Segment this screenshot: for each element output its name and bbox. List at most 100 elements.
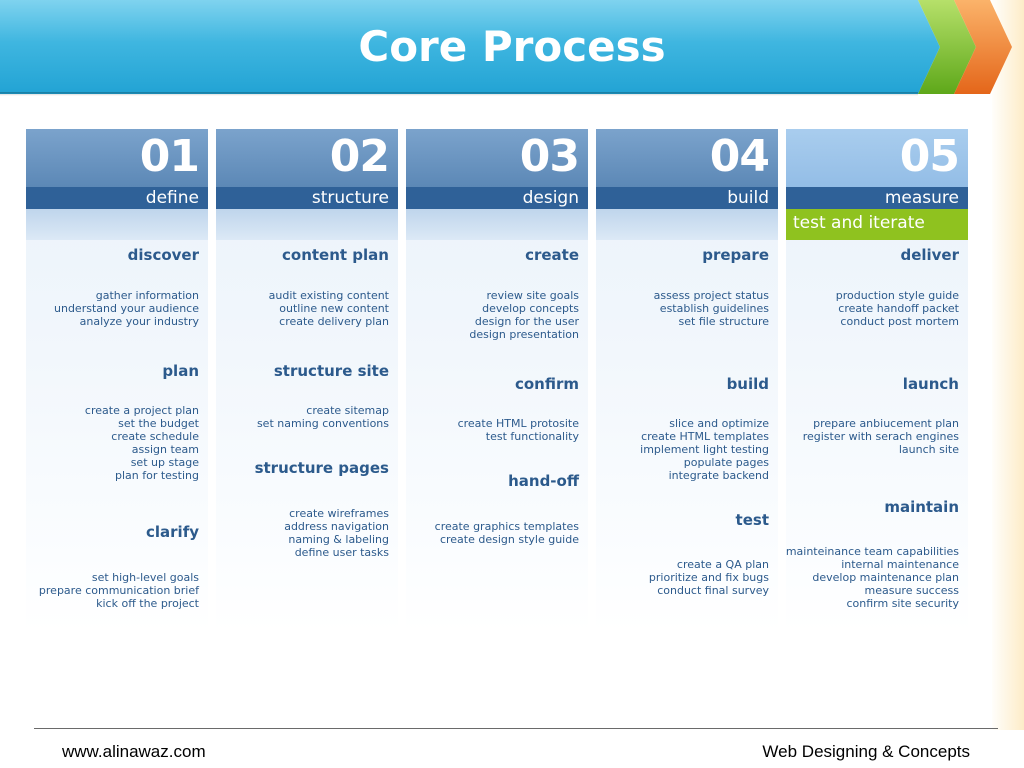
section-items: create graphics templates create design … [435, 520, 579, 546]
section-heading: test [735, 511, 769, 529]
step-sublabel: test and iterate [793, 213, 925, 233]
column-header [596, 129, 778, 187]
column-subband [596, 209, 778, 240]
list-item: prioritize and fix bugs [648, 571, 769, 584]
section-heading: clarify [146, 523, 199, 541]
column-build: 04 build prepare assess project status e… [596, 129, 778, 632]
list-item: address navigation [284, 520, 389, 533]
section-items: gather information understand your audie… [54, 289, 199, 328]
section-heading: create [525, 246, 579, 264]
section-items: create wireframes address navigation nam… [284, 507, 389, 559]
section-heading: structure site [273, 362, 389, 380]
column-header [216, 129, 398, 187]
list-item: establish guidelines [659, 302, 769, 315]
chevron-green-icon [918, 0, 976, 94]
list-item: assess project status [653, 289, 769, 302]
list-item: measure success [864, 584, 960, 597]
section-items: production style guide create handoff pa… [836, 289, 959, 328]
step-label: build [727, 188, 769, 208]
list-item: set file structure [678, 315, 769, 328]
list-item: production style guide [835, 289, 959, 302]
list-item: create delivery plan [279, 315, 389, 328]
list-item: integrate backend [668, 469, 769, 482]
list-item: test functionality [485, 430, 579, 443]
list-item: plan for testing [114, 469, 199, 482]
section-items: slice and optimize create HTML templates… [640, 417, 769, 482]
column-define: 01 define discover gather information un… [26, 129, 208, 632]
list-item: develop maintenance plan [812, 571, 959, 584]
section-items: create HTML protosite test functionality [458, 417, 579, 443]
section-heading: confirm [514, 375, 579, 393]
step-label: define [145, 188, 199, 208]
page-title: Core Process [358, 22, 666, 71]
section-heading: discover [127, 246, 199, 264]
list-item: conduct final survey [657, 584, 769, 597]
step-number: 02 [329, 131, 390, 182]
list-item: create HTML protosite [457, 417, 579, 430]
list-item: slice and optimize [669, 417, 769, 430]
section-heading: maintain [884, 498, 959, 516]
column-header [406, 129, 588, 187]
section-items: create a QA plan prioritize and fix bugs… [649, 558, 769, 597]
section-items: assess project status establish guidelin… [654, 289, 769, 328]
list-item: create design style guide [439, 533, 579, 546]
sublabel-band [786, 209, 968, 240]
list-item: gather information [95, 289, 199, 302]
step-label: structure [311, 188, 389, 208]
banner-shadow [0, 92, 918, 96]
section-items: audit existing content outline new conte… [269, 289, 389, 328]
section-items: prepare anbiucement plan register with s… [803, 417, 959, 456]
section-items: mainteinance team capabilities internal … [786, 545, 959, 610]
section-heading: hand-off [508, 472, 579, 490]
list-item: create a project plan [84, 404, 199, 417]
list-item: understand your audience [54, 302, 199, 315]
list-item: naming & labeling [288, 533, 389, 546]
list-item: create wireframes [289, 507, 389, 520]
column-subband [26, 209, 208, 240]
section-items: create sitemap set naming conventions [257, 404, 389, 430]
column-measure: 05 measure test and iterate deliver prod… [786, 129, 968, 632]
column-header [786, 129, 968, 187]
list-item: audit existing content [268, 289, 389, 302]
list-item: outline new content [279, 302, 389, 315]
list-item: create handoff packet [838, 302, 959, 315]
column-band [786, 187, 968, 209]
column-structure: 02 structure content plan audit existing… [216, 129, 398, 632]
list-item: prepare communication brief [38, 584, 199, 597]
column-subband [216, 209, 398, 240]
list-item: analyze your industry [79, 315, 199, 328]
column-design: 03 design create review site goals devel… [406, 129, 588, 632]
list-item: implement light testing [640, 443, 769, 456]
list-item: design presentation [469, 328, 579, 341]
section-items: review site goals develop concepts desig… [469, 289, 579, 341]
step-number: 03 [519, 131, 580, 182]
list-item: create a QA plan [676, 558, 769, 571]
list-item: design for the user [474, 315, 579, 328]
title-banner [0, 0, 940, 94]
list-item: set up stage [130, 456, 199, 469]
section-heading: plan [162, 362, 199, 380]
column-band [406, 187, 588, 209]
list-item: create graphics templates [434, 520, 579, 533]
chevron-orange-icon [954, 0, 1012, 94]
list-item: register with serach engines [802, 430, 959, 443]
step-number: 01 [139, 131, 200, 182]
list-item: prepare anbiucement plan [813, 417, 959, 430]
section-heading: launch [902, 375, 959, 393]
list-item: develop concepts [482, 302, 579, 315]
list-item: launch site [898, 443, 959, 456]
list-item: populate pages [683, 456, 769, 469]
list-item: assign team [131, 443, 199, 456]
list-item: define user tasks [294, 546, 389, 559]
section-heading: prepare [702, 246, 769, 264]
section-heading: structure pages [254, 459, 389, 477]
list-item: set naming conventions [256, 417, 389, 430]
list-item: review site goals [486, 289, 579, 302]
footer-divider [34, 728, 998, 729]
section-items: set high-level goals prepare communicati… [39, 571, 199, 610]
list-item: create sitemap [306, 404, 389, 417]
section-items: create a project plan set the budget cre… [85, 404, 199, 482]
footer-caption: Web Designing & Concepts [762, 742, 970, 761]
step-label: measure [884, 188, 959, 208]
section-heading: build [726, 375, 769, 393]
